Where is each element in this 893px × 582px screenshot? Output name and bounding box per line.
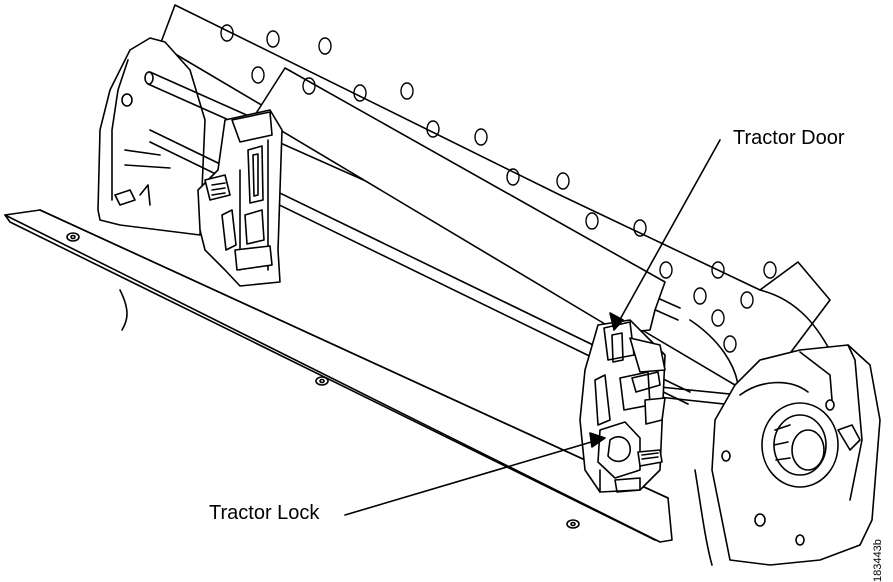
left-tractor (197, 109, 283, 287)
printer-tractor-illustration (4, 4, 881, 566)
figure-id-label: 183443b (872, 539, 884, 582)
left-side-frame (97, 37, 206, 236)
tractor-lock-label: Tractor Lock (209, 502, 320, 524)
paper-sprocket-holes (220, 24, 777, 353)
tractor-door-label: Tractor Door (733, 127, 845, 149)
right-tractor (579, 319, 666, 493)
tractor-lock-callout (344, 432, 606, 516)
right-side-frame (694, 344, 881, 566)
tractor-door-callout (609, 139, 721, 331)
